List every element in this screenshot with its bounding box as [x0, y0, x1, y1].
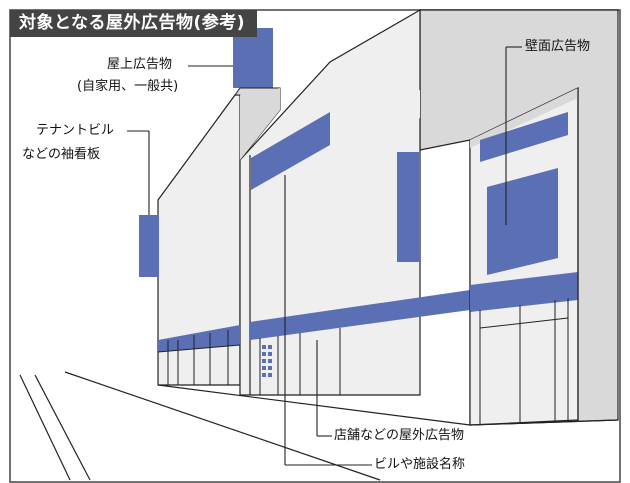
label-store-ad: 店舗などの屋外広告物: [334, 428, 465, 443]
leader-lines: [127, 46, 522, 466]
center-store-windows: [259, 310, 471, 425]
wall-sign-top: [480, 112, 568, 162]
label-rooftop-ad-line1: 屋上広告物: [107, 57, 173, 72]
page-title: 対象となる屋外広告物(参考): [10, 10, 258, 37]
center-building-sidewall: [240, 88, 280, 160]
label-rooftop-ad: 屋上広告物: [107, 56, 172, 73]
rooftop-sign: [233, 28, 273, 88]
center-vertical-sign: [397, 152, 419, 262]
wall-sign-large: [487, 168, 558, 275]
label-tenant-sign-line2: などの袖看板: [22, 147, 101, 162]
label-building-name: ビルや施設名称: [374, 457, 466, 472]
label-rooftop-ad-sub: (自家用、一般共): [77, 79, 179, 94]
street-perspective-lines: [19, 371, 619, 481]
right-building-top: [470, 88, 578, 148]
center-upper-band: [251, 112, 330, 190]
right-store-windows: [479, 298, 569, 424]
label-wall-ad: 壁面広告物: [525, 39, 591, 54]
left-store-windows: [157, 330, 241, 385]
center-store-band: [250, 290, 470, 340]
tenant-projecting-sign: [139, 215, 159, 277]
store-display-grid: [262, 345, 272, 377]
right-store-band: [470, 272, 578, 312]
label-tenant-sign-line1: テナントビル: [36, 123, 115, 138]
